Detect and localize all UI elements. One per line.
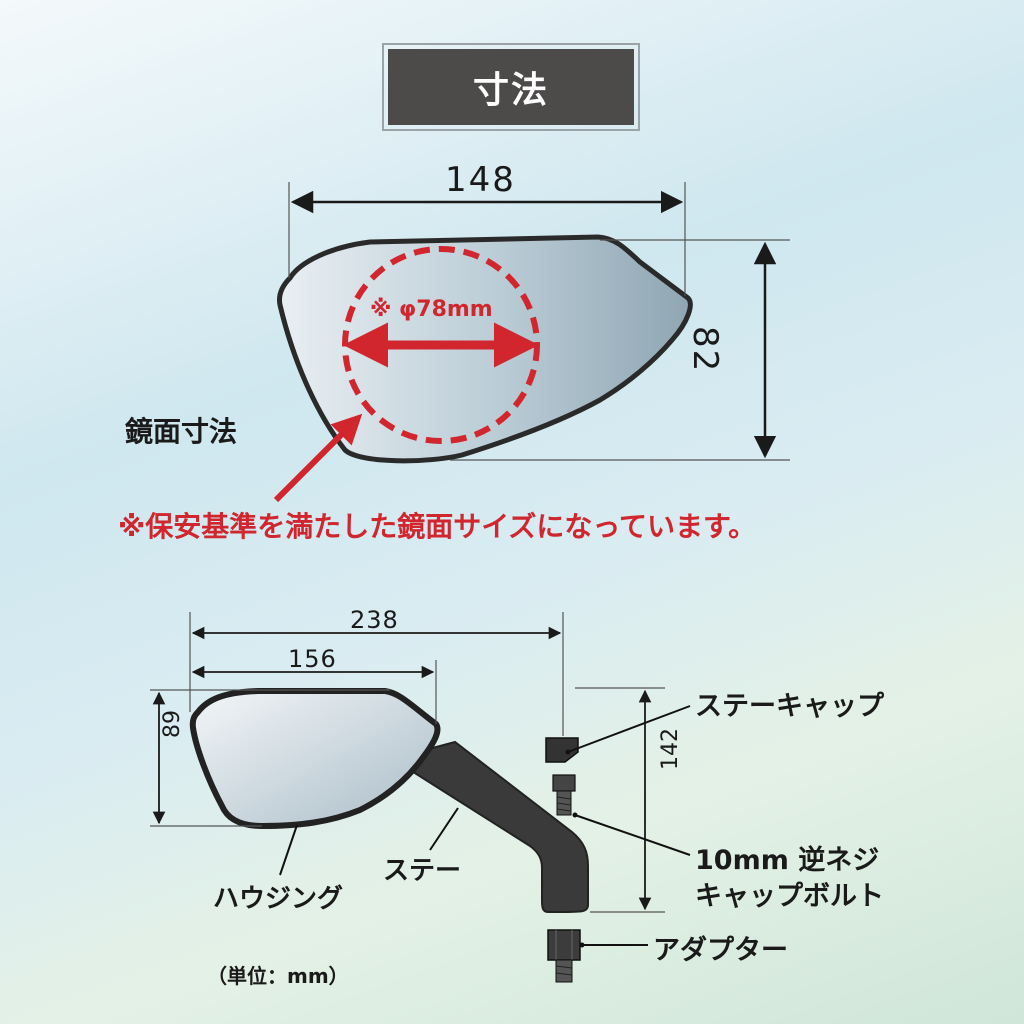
bolt-label-line1: 10mm 逆ネジ — [695, 845, 880, 876]
dim-label-238: 238 — [350, 606, 399, 634]
leader-stay — [429, 807, 459, 851]
leader-housing — [279, 824, 298, 876]
adapter-label: アダプター — [653, 935, 788, 966]
stay-arm — [408, 740, 589, 913]
dim-label-156: 156 — [288, 645, 337, 673]
stay-label: ステー — [383, 856, 462, 886]
housing-outline — [189, 688, 441, 829]
diameter-label: ※ φ78mm — [370, 297, 493, 322]
mirror-dimension-label: 鏡面寸法 — [125, 415, 238, 448]
adapter-shaft — [555, 959, 573, 983]
housing-label: ハウジング — [213, 884, 344, 914]
dim-label-89: 89 — [160, 710, 185, 738]
dim-label-142: 142 — [658, 728, 683, 770]
stay-cap-label: ステーキャップ — [695, 691, 884, 722]
dim-label-148: 148 — [445, 160, 516, 200]
adapter-nut — [547, 929, 581, 961]
cap-bolt-head — [552, 774, 576, 792]
note-pointer — [273, 413, 363, 503]
safety-standard-note: ※保安基準を満たした鏡面サイズになっています。 — [118, 510, 757, 543]
page-title: 寸法 — [388, 49, 634, 125]
title-box: 寸法 — [382, 43, 640, 131]
unit-label: （単位：mm） — [207, 964, 349, 988]
stay-cap — [545, 737, 579, 763]
bolt-label-line2: キャップボルト — [695, 881, 884, 912]
leader-bolt — [574, 814, 691, 856]
leader-stay-cap — [567, 705, 691, 753]
dim-label-82: 82 — [685, 326, 725, 374]
